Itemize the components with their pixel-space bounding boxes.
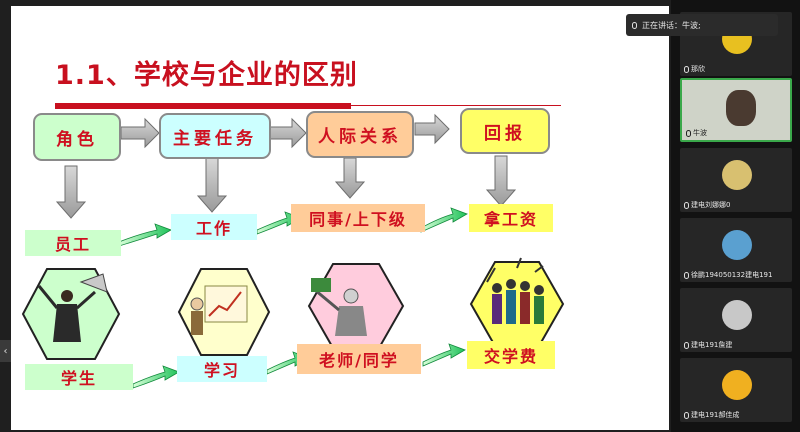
curved-arrow-1 — [118, 223, 172, 247]
box-role: 角色 — [33, 113, 121, 161]
slide-title: 1.1、学校与企业的区别 — [55, 60, 358, 91]
label-colleagues: 同事/上下级 — [291, 204, 425, 232]
box-main-task-label: 主要任务 — [173, 128, 257, 149]
hexagon-study — [177, 268, 271, 356]
box-reward: 回报 — [460, 108, 550, 154]
label-study: 学习 — [177, 356, 267, 382]
prev-page-arrow-icon[interactable]: ‹ — [0, 340, 11, 362]
participant-name: 建电刘娜娜0 — [691, 201, 731, 209]
active-speaker-indicator: 正在讲话：牛波; — [626, 14, 778, 36]
title-rule — [351, 105, 561, 106]
avatar — [722, 300, 752, 330]
block-arrow-down-3 — [334, 157, 366, 199]
participant-tile-4[interactable]: 建电191詹建 — [680, 288, 792, 352]
avatar — [722, 230, 752, 260]
participant-name: 建电191郝佳成 — [691, 411, 740, 419]
speaking-label: 正在讲话：牛波; — [642, 20, 701, 30]
participant-name: 建电191詹建 — [691, 341, 733, 349]
block-arrow-right-1 — [120, 117, 160, 149]
chart-teacher-clipart-icon — [190, 285, 248, 335]
avatar — [722, 160, 752, 190]
block-arrow-down-4 — [485, 155, 517, 207]
box-relations-label: 人际关系 — [318, 127, 402, 147]
arrows-layer — [21, 113, 565, 389]
mic-icon — [684, 271, 689, 279]
label-work: 工作 — [171, 214, 257, 240]
participant-name: 那欣 — [691, 65, 705, 73]
mic-icon — [684, 65, 689, 73]
block-arrow-down-1 — [55, 165, 87, 219]
mic-icon — [686, 129, 691, 137]
label-employee: 员工 — [25, 230, 121, 256]
participant-name: 徐鹏194050132建电191 — [691, 271, 773, 279]
mic-icon — [684, 201, 689, 209]
box-role-label: 角色 — [56, 129, 98, 150]
mic-icon — [684, 341, 689, 349]
label-student: 学生 — [25, 364, 133, 390]
participant-panel: 那欣 牛波 建电刘娜娜0 徐鹏194050132建电191 建电191詹建 建电… — [671, 0, 800, 432]
participant-name: 牛波 — [693, 129, 707, 137]
title-underline — [55, 103, 351, 109]
mic-icon — [684, 411, 689, 419]
avatar — [726, 90, 756, 126]
hexagon-crowd — [469, 257, 565, 347]
participant-tile-1[interactable]: 牛波 — [680, 78, 792, 142]
box-relations: 人际关系 — [306, 111, 414, 158]
block-arrow-right-2 — [269, 117, 307, 149]
hexagon-student-1 — [21, 268, 121, 360]
curved-arrow-6 — [422, 343, 466, 367]
presentation-slide: 1.1、学校与企业的区别 — [11, 6, 669, 430]
block-arrow-down-2 — [196, 157, 228, 213]
hexagon-teacher — [307, 263, 405, 349]
participant-tile-2[interactable]: 建电刘娜娜0 — [680, 148, 792, 212]
box-reward-label: 回报 — [484, 123, 526, 144]
crowd-clipart-icon — [486, 257, 544, 324]
participant-tile-5[interactable]: 建电191郝佳成 — [680, 358, 792, 422]
curved-arrow-4 — [132, 365, 180, 389]
box-main-task: 主要任务 — [159, 113, 271, 159]
curved-arrow-3 — [420, 207, 468, 233]
avatar — [722, 370, 752, 400]
person-clipart-icon — [37, 273, 108, 342]
label-tuition: 交学费 — [467, 341, 555, 369]
label-salary: 拿工资 — [469, 204, 553, 232]
block-arrow-right-3 — [414, 113, 450, 145]
presenter-clipart-icon — [311, 278, 367, 336]
speaker-mic-icon — [632, 21, 637, 29]
participant-tile-3[interactable]: 徐鹏194050132建电191 — [680, 218, 792, 282]
label-teachers: 老师/同学 — [297, 344, 421, 374]
